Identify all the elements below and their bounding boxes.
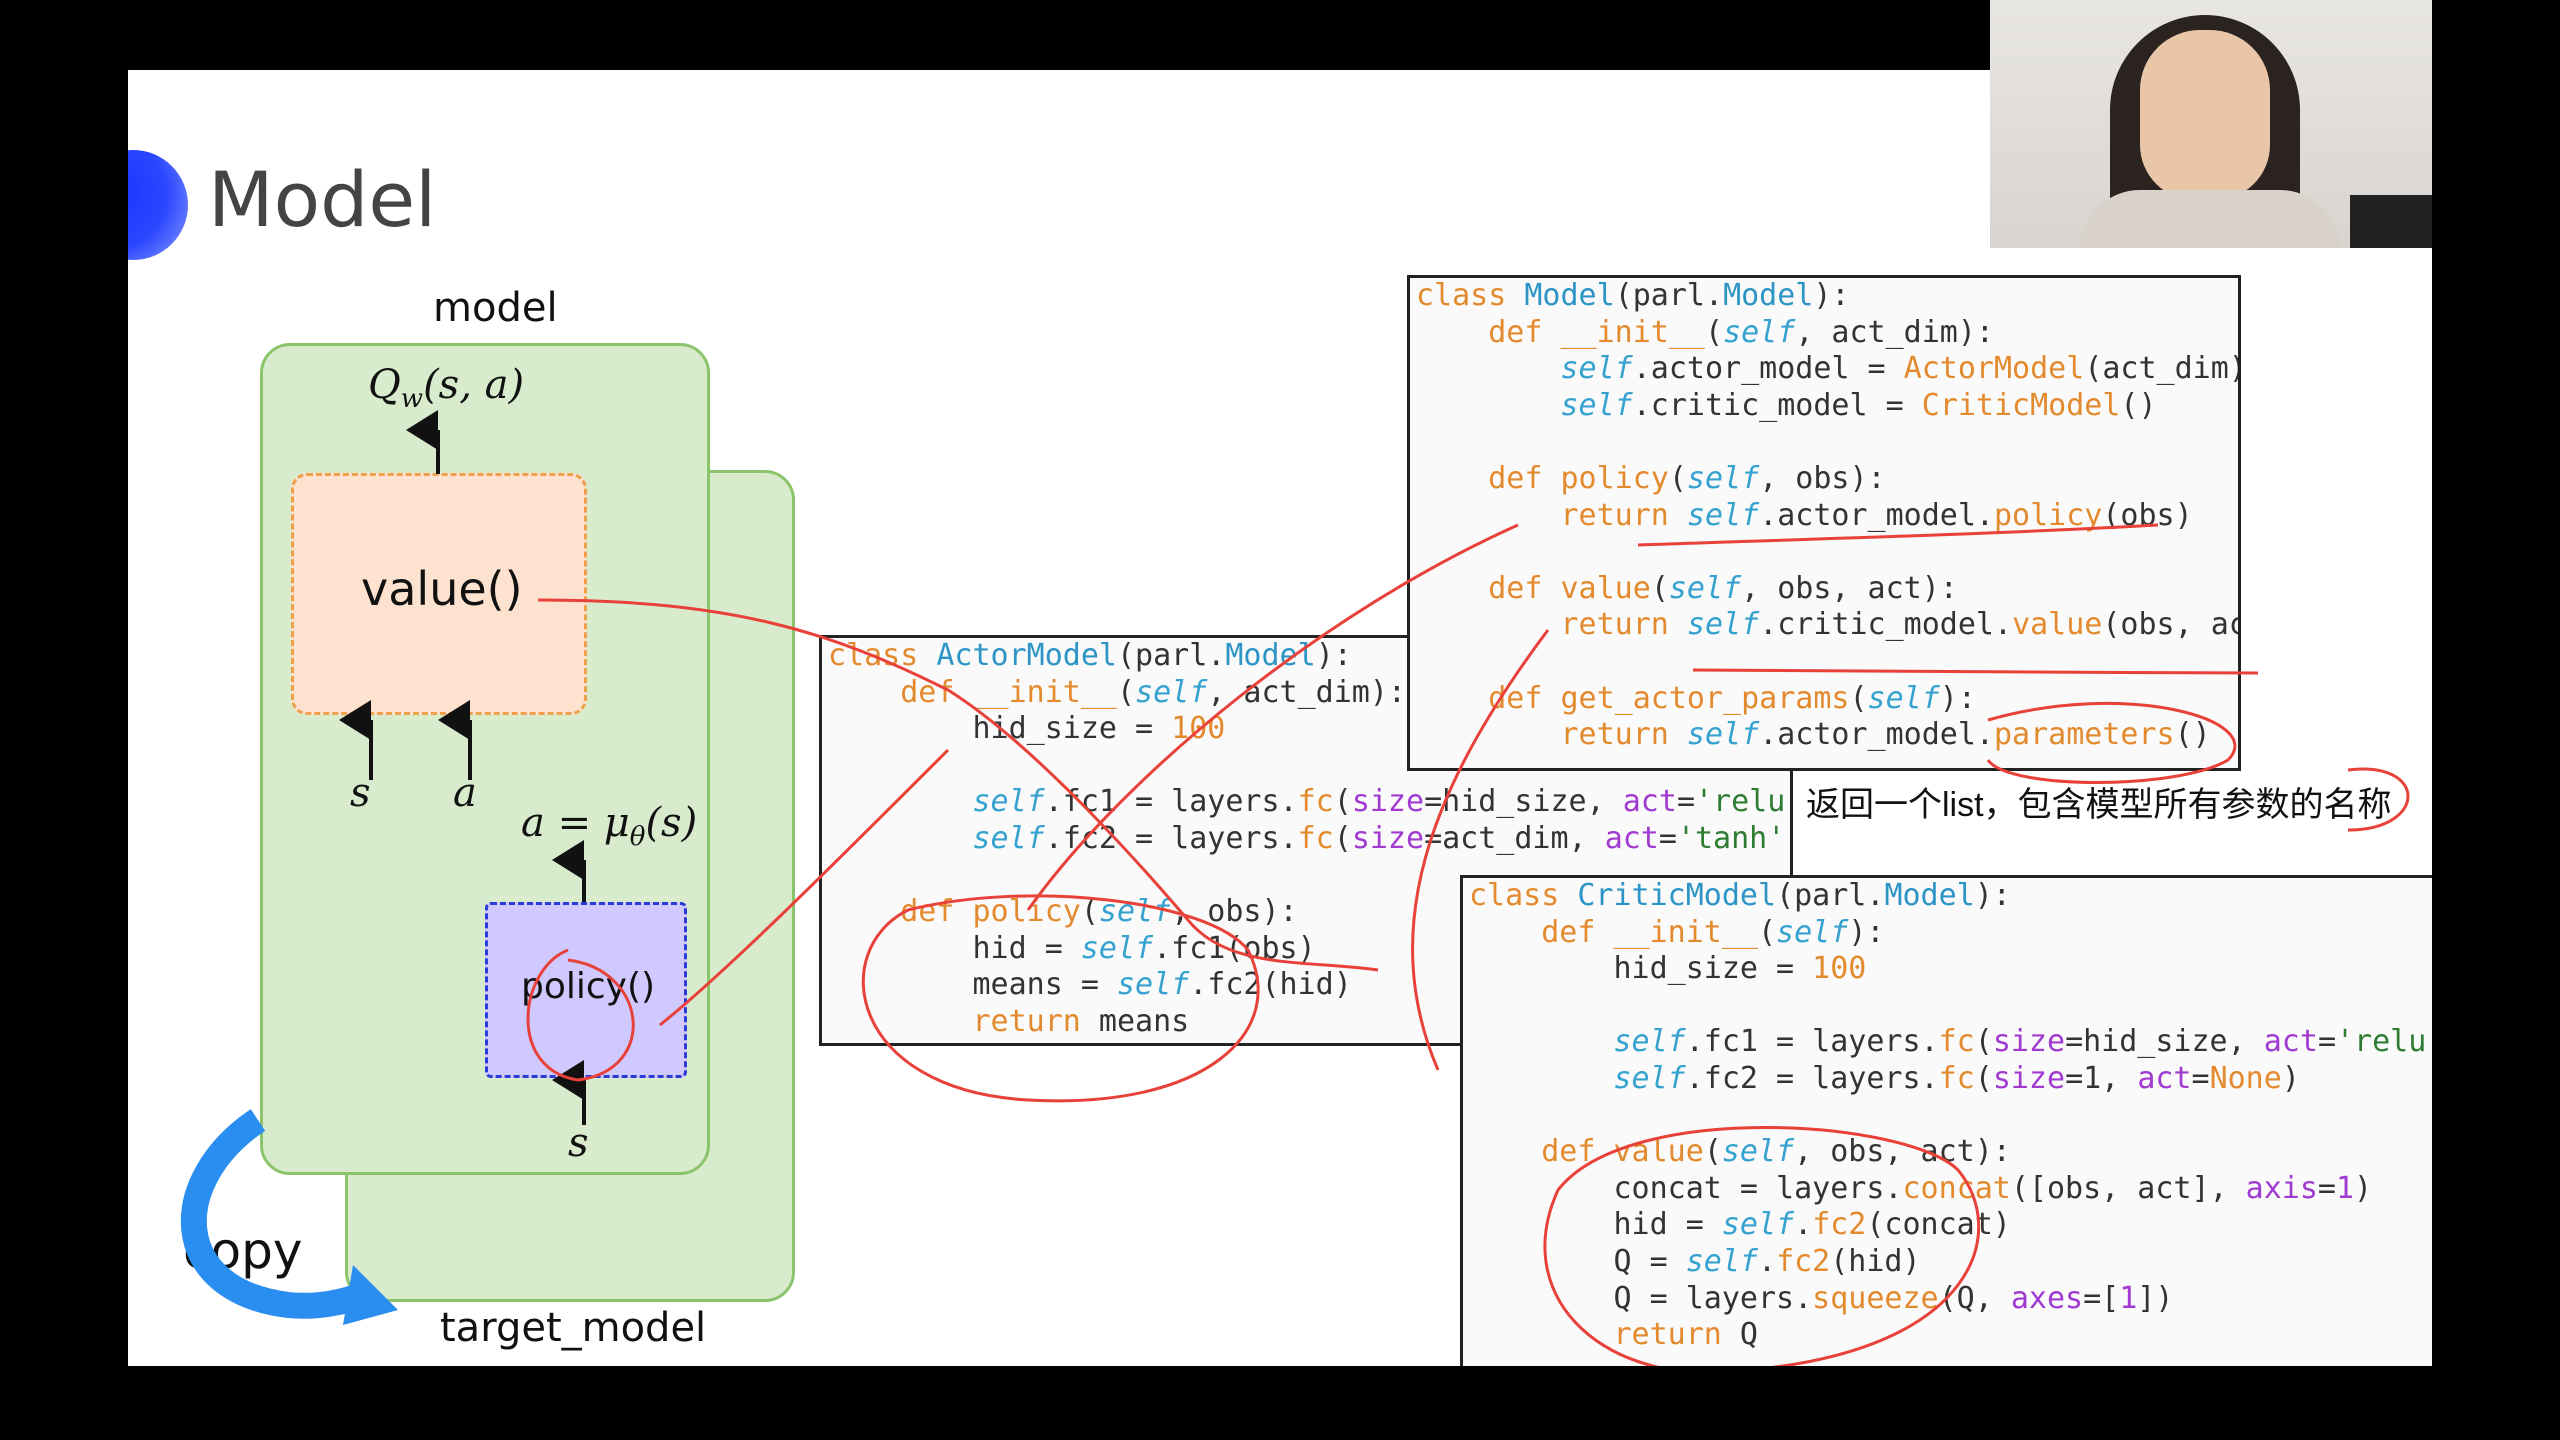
annotation-model-link: [1026, 523, 1519, 911]
slide: Model model Qw(s, a) value() s a a = μθ(…: [128, 70, 2432, 1366]
code-line: return self.critic_model.value(obs, act): [1560, 607, 2239, 643]
code-line: def policy(self, obs):: [1488, 460, 1886, 496]
code-line: return means: [972, 1003, 1190, 1039]
model-label: model: [433, 285, 558, 331]
code-line: def value(self, obs, act):: [1541, 1134, 2011, 1170]
target-model-label: target_model: [440, 1305, 707, 1351]
value-label: value(): [361, 562, 523, 616]
code-line: class CriticModel(parl.Model):: [1469, 878, 2011, 913]
code-line: self.critic_model = CriticModel(): [1560, 387, 2157, 423]
copy-arrow: [180, 1109, 374, 1319]
code-line: def policy(self, obs):: [900, 894, 1298, 930]
presenter-face: [2140, 30, 2270, 200]
code-line: Q = self.fc2(hid): [1469, 1243, 1921, 1279]
annotation-params-circle: [1986, 702, 2237, 784]
code-line: concat = layers.concat([obs, act], axis=…: [1469, 1170, 2373, 1206]
critic-model-code: class CriticModel(parl.Model): def __ini…: [1460, 875, 2432, 1366]
annotation-policy-line: [659, 748, 950, 1027]
a-input-label: a: [453, 770, 477, 816]
presenter-webcam: [1990, 0, 2432, 248]
code-line: def __init__(self, act_dim):: [900, 674, 1406, 710]
code-line: return self.actor_model.parameters(): [1560, 717, 2211, 753]
code-line: means = self.fc2(hid): [828, 967, 1352, 1003]
policy-label: policy(): [521, 966, 656, 1007]
code-line: hid_size = 100: [828, 711, 1226, 747]
code-line: hid = self.fc2(concat): [1469, 1207, 2011, 1243]
code-line: def get_actor_params(self):: [1488, 680, 1976, 716]
presenter-body: [2080, 190, 2340, 248]
code-line: class ActorModel(parl.Model):: [828, 638, 1352, 673]
code-line: def value(self, obs, act):: [1488, 570, 1958, 606]
code-line: self.actor_model = ActorModel(act_dim): [1560, 351, 2241, 387]
actor-model-code: class ActorModel(parl.Model): def __init…: [819, 635, 1793, 1046]
copy-arrowhead: [343, 1265, 398, 1325]
annotation-strokes: [526, 523, 2410, 1366]
s-input-label: s: [350, 770, 371, 816]
code-line: self.fc1 = layers.fc(size=hid_size, act=…: [972, 784, 1793, 820]
code-line: self.fc1 = layers.fc(size=hid_size, act=…: [1613, 1024, 2433, 1060]
diagram-arrows: [180, 410, 586, 1325]
code-line: hid_size = 100: [1469, 951, 1867, 987]
annotation-note-circle: [2347, 767, 2410, 832]
value-function-box: [291, 473, 587, 715]
code-line: self.fc2 = layers.fc(size=act_dim, act='…: [972, 820, 1791, 856]
q-output-label: Qw(s, a): [368, 362, 525, 414]
code-line: class Model(parl.Model):: [1416, 278, 1850, 313]
code-line: Q = layers.squeeze(Q, axes=[1]): [1469, 1280, 2174, 1316]
code-line: def __init__(self):: [1541, 914, 1885, 950]
annotation-underline-2: [1692, 668, 2259, 675]
annotation-policy-circle: [526, 948, 635, 1082]
action-label: a = μθ(s): [521, 800, 698, 852]
policy-function-box: [485, 902, 687, 1078]
annotation-actor-circle: [861, 894, 1260, 1103]
chair: [2350, 195, 2432, 248]
slide-title: Model: [208, 155, 437, 244]
annotation-value-line: [537, 598, 1379, 972]
code-line: self.fc2 = layers.fc(size=1, act=None): [1613, 1060, 2300, 1096]
annotation-critic-circle: [1543, 1126, 1980, 1366]
annotation-value-link: [1411, 629, 1550, 1071]
params-note: 返回一个list，包含模型所有参数的名称: [1806, 786, 2392, 824]
model-class-code: class Model(parl.Model): def __init__(se…: [1407, 275, 2241, 771]
code-line: return Q: [1613, 1317, 1759, 1353]
s-policy-input-label: s: [568, 1120, 589, 1166]
annotation-underline-1: [1637, 523, 2159, 547]
code-line: def __init__(self, act_dim):: [1488, 314, 1994, 350]
